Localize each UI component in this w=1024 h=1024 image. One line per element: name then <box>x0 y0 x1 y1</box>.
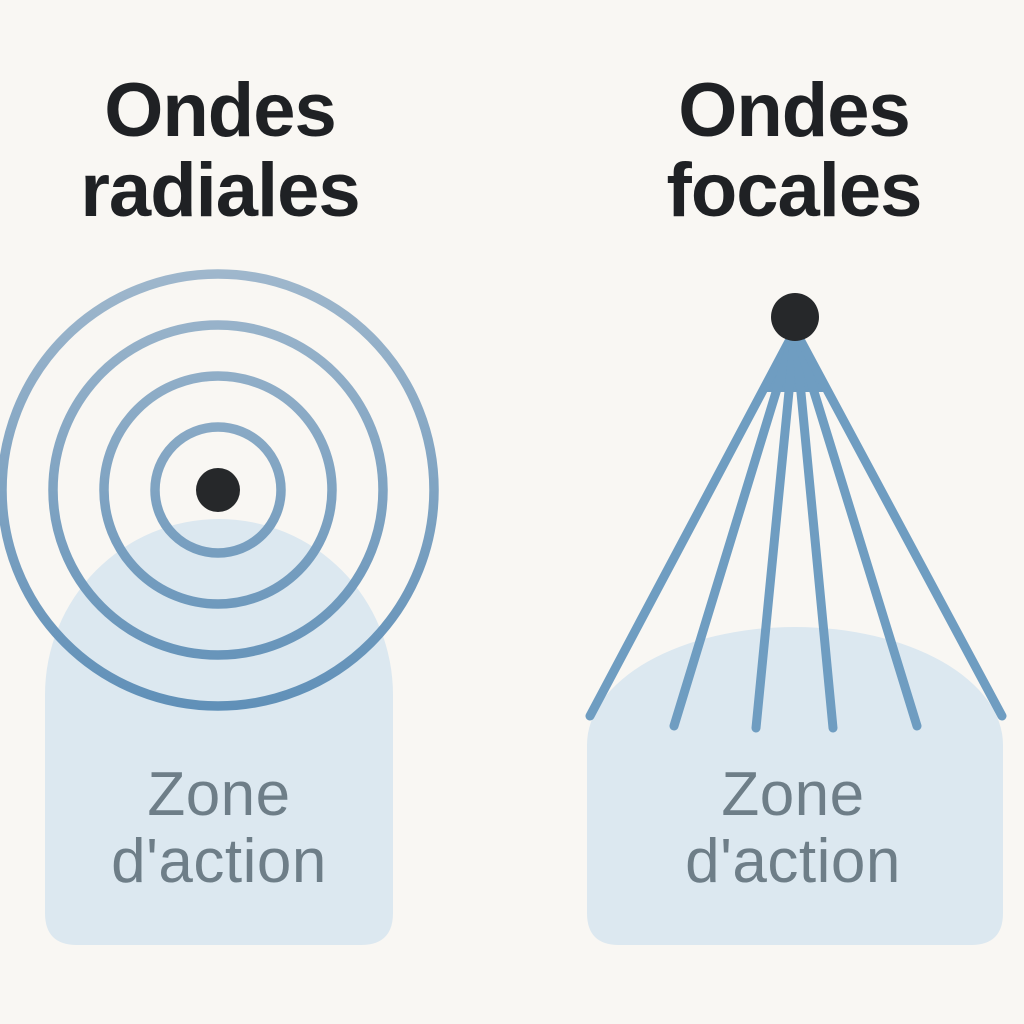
right-title-line1: Ondes <box>678 68 910 153</box>
right-zone-label: Zone d'action <box>583 761 1003 895</box>
focal-ray-2 <box>669 325 800 731</box>
focal-ray-3 <box>751 325 800 733</box>
right-zone-label-line1: Zone <box>721 760 865 829</box>
right-panel-title: Ondes focales <box>584 71 1004 231</box>
wave-circle-4 <box>0 269 439 711</box>
focal-ray-1 <box>585 325 800 721</box>
right-action-zone-shape <box>587 627 1003 945</box>
left-title-line1: Ondes <box>104 68 336 153</box>
focal-rays <box>585 325 1007 733</box>
right-title-line2: focales <box>666 148 923 233</box>
wave-circle-2 <box>99 371 337 609</box>
left-zone-label-line1: Zone <box>147 760 291 829</box>
radial-wave-circles <box>0 269 439 711</box>
right-focal-source-dot <box>771 293 819 341</box>
focal-ray-5 <box>790 325 922 731</box>
wave-circle-1 <box>150 422 286 558</box>
left-wave-source-dot <box>196 468 240 512</box>
left-title-line2: radiales <box>80 148 360 233</box>
wave-circle-3 <box>48 320 388 660</box>
right-zone-label-line2: d'action <box>685 827 901 896</box>
focal-ray-6 <box>790 325 1007 721</box>
left-zone-label-line2: d'action <box>111 827 327 896</box>
left-zone-label: Zone d'action <box>9 761 429 895</box>
left-panel-title: Ondes radiales <box>10 71 430 231</box>
focal-ray-4 <box>790 325 838 733</box>
